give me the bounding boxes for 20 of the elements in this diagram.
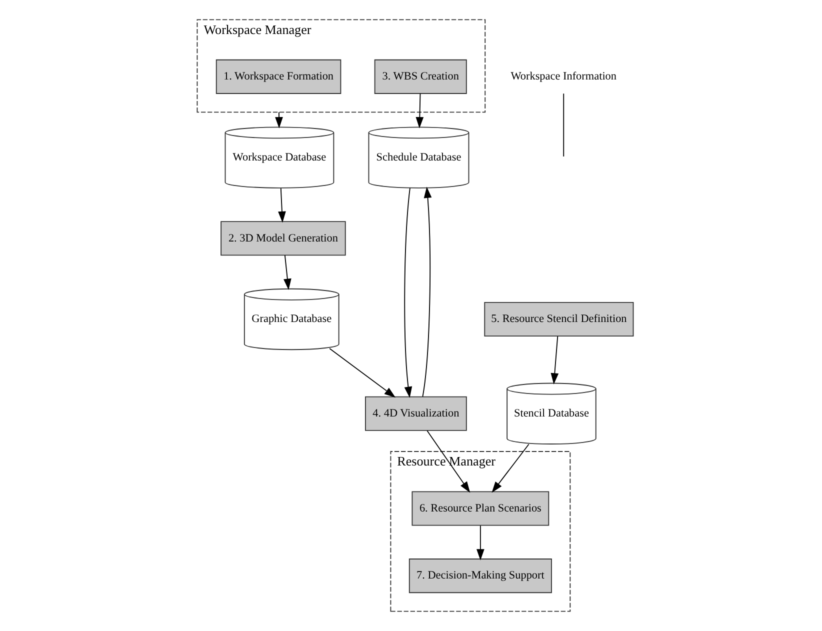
node-box: 4. 4D Visualization <box>364 396 466 431</box>
arrow <box>404 188 412 398</box>
node-box: 3. WBS Creation <box>374 59 466 94</box>
arrow <box>415 93 424 128</box>
arrow <box>422 186 432 397</box>
node-text: Workspace Information <box>510 70 616 83</box>
arrow <box>283 254 291 290</box>
arrow <box>550 336 558 384</box>
arrow <box>328 348 396 398</box>
node-box: 5. Resource Stencil Definition <box>484 302 634 337</box>
node-box: 1. Workspace Formation <box>215 59 341 94</box>
node-box: 2. 3D Model Generation <box>220 221 346 256</box>
arrow <box>274 112 282 128</box>
arrow <box>426 430 470 493</box>
connector <box>562 93 564 157</box>
arrow <box>278 188 286 223</box>
node-box: 6. Resource Plan Scenarios <box>411 491 549 526</box>
arrow <box>491 444 529 493</box>
node-box: 7. Decision-Making Support <box>408 558 552 594</box>
arrow <box>476 525 484 560</box>
